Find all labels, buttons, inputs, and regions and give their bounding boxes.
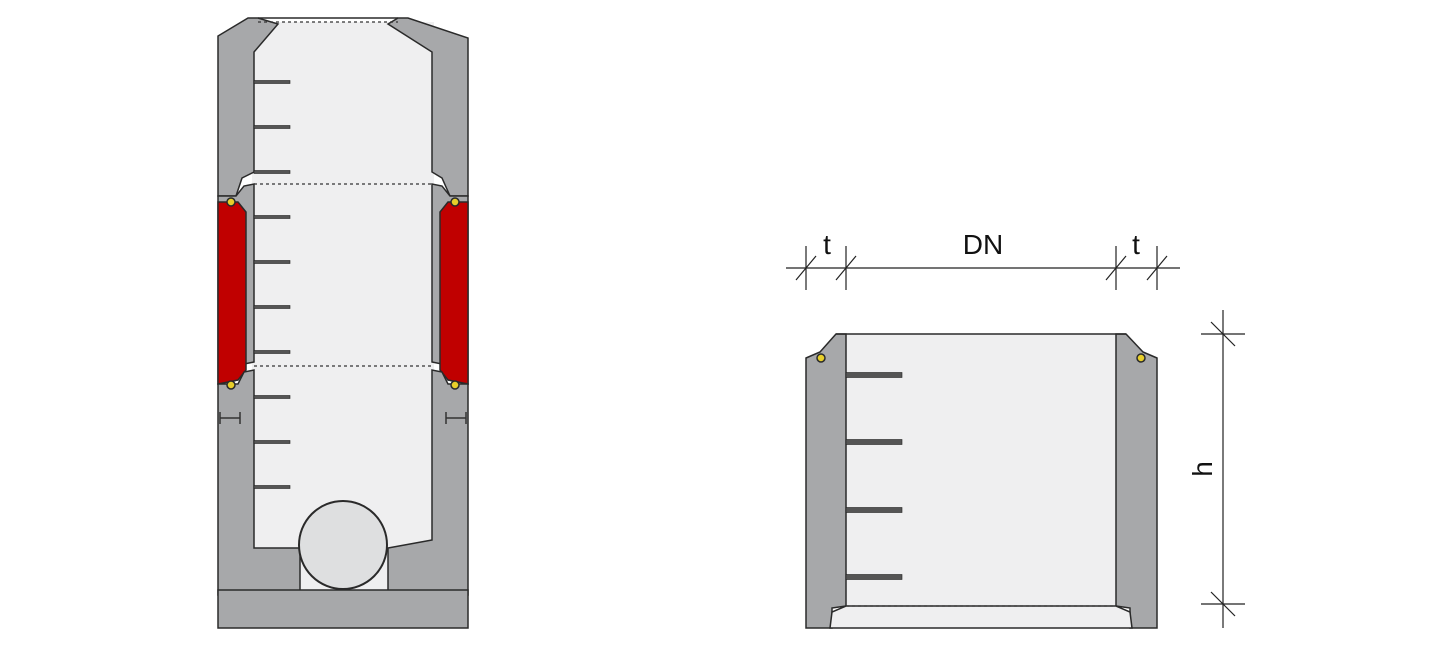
dimensions bbox=[786, 246, 1245, 628]
step-iron-icon bbox=[253, 170, 291, 174]
label-diameter: DN bbox=[963, 229, 1003, 260]
step-iron-icon bbox=[253, 485, 291, 489]
cone-right-wall bbox=[386, 17, 469, 197]
step-iron-icon bbox=[253, 395, 291, 399]
step-iron-icon bbox=[253, 305, 291, 309]
gasket-icon bbox=[1136, 353, 1146, 363]
outlet-pipe bbox=[298, 500, 388, 590]
ring-bottom-spigot bbox=[829, 605, 1133, 629]
step-irons-assembly bbox=[253, 80, 291, 489]
step-iron-icon bbox=[253, 440, 291, 444]
dimension-tick-icon bbox=[1210, 591, 1236, 617]
gasket-icon bbox=[226, 197, 236, 207]
step-iron-icon bbox=[845, 507, 903, 513]
ring-left-wall bbox=[805, 333, 847, 629]
step-iron-icon bbox=[845, 574, 903, 580]
gasket-icon bbox=[450, 197, 460, 207]
base-floor bbox=[217, 589, 469, 629]
step-irons-ring bbox=[845, 372, 903, 580]
step-iron-icon bbox=[253, 125, 291, 129]
lifting-anchor-icon bbox=[219, 412, 241, 424]
gasket-icon bbox=[816, 353, 826, 363]
step-iron-icon bbox=[253, 350, 291, 354]
step-iron-icon bbox=[253, 260, 291, 264]
manhole-assembly bbox=[217, 17, 469, 629]
label-thickness-right: t bbox=[1132, 229, 1140, 260]
step-iron-icon bbox=[253, 215, 291, 219]
label-height: h bbox=[1187, 461, 1218, 477]
ring-right-wall bbox=[1115, 333, 1158, 629]
seal-band-left bbox=[217, 201, 247, 385]
seal-band-right bbox=[439, 201, 469, 385]
dimension-tick-icon bbox=[1210, 321, 1236, 347]
cone-left-wall bbox=[217, 17, 280, 197]
step-iron-icon bbox=[845, 372, 903, 378]
step-iron-icon bbox=[253, 80, 291, 84]
label-thickness-left: t bbox=[823, 229, 831, 260]
ring-interior bbox=[846, 334, 1116, 628]
ring-section bbox=[805, 333, 1158, 629]
step-iron-icon bbox=[845, 439, 903, 445]
gasket-icon bbox=[450, 380, 460, 390]
gasket-icon bbox=[226, 380, 236, 390]
lifting-anchor-icon bbox=[445, 412, 467, 424]
